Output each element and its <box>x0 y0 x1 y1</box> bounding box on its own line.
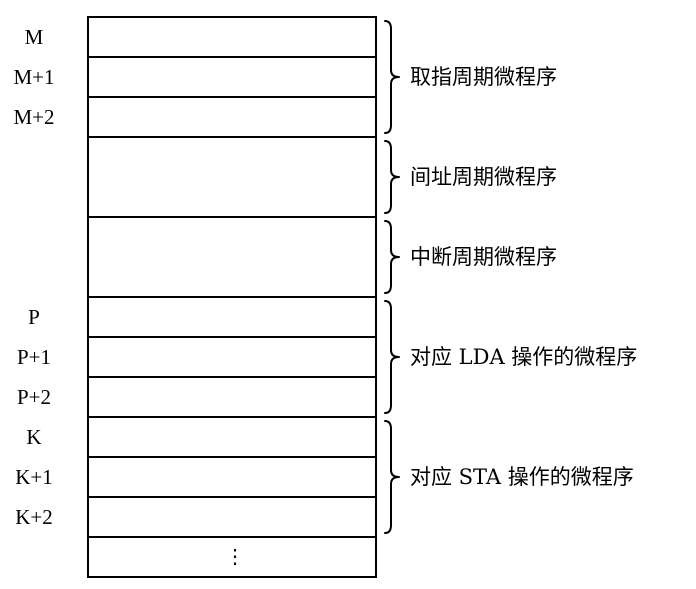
address-label: P+1 <box>17 345 51 369</box>
group-label: 对应 STA 操作的微程序 <box>410 465 634 489</box>
memory-cell <box>87 416 377 458</box>
continuation-dots: ⋮ <box>225 544 245 568</box>
group-braces <box>384 20 400 534</box>
address-label: K+2 <box>15 505 53 529</box>
memory-cell <box>87 96 377 138</box>
group-label: 对应 LDA 操作的微程序 <box>410 345 637 369</box>
memory-cell <box>87 536 377 578</box>
memory-cell <box>87 336 377 378</box>
address-labels: M M+1M+2P P+1P+2K K+1K+2 <box>13 25 54 529</box>
address-label: K <box>26 425 41 449</box>
group-brace <box>384 300 400 414</box>
memory-cell <box>87 216 377 298</box>
group-brace <box>384 20 400 134</box>
memory-cell <box>87 456 377 498</box>
group-label: 间址周期微程序 <box>410 165 557 189</box>
address-label: M+2 <box>13 105 54 129</box>
address-label: P+2 <box>17 385 51 409</box>
group-label: 中断周期微程序 <box>410 245 557 269</box>
memory-cell <box>87 56 377 98</box>
memory-cells: ⋮ <box>87 16 377 578</box>
memory-cell <box>87 296 377 338</box>
address-label: K+1 <box>15 465 53 489</box>
memory-cell <box>87 376 377 418</box>
group-brace <box>384 140 400 214</box>
memory-cell <box>87 16 377 58</box>
group-label: 取指周期微程序 <box>410 65 557 89</box>
address-label: P <box>28 305 40 329</box>
group-brace <box>384 220 400 294</box>
memory-cell <box>87 136 377 218</box>
address-label: M+1 <box>13 65 54 89</box>
memory-cell <box>87 496 377 538</box>
group-brace <box>384 420 400 534</box>
address-label: M <box>25 25 44 49</box>
